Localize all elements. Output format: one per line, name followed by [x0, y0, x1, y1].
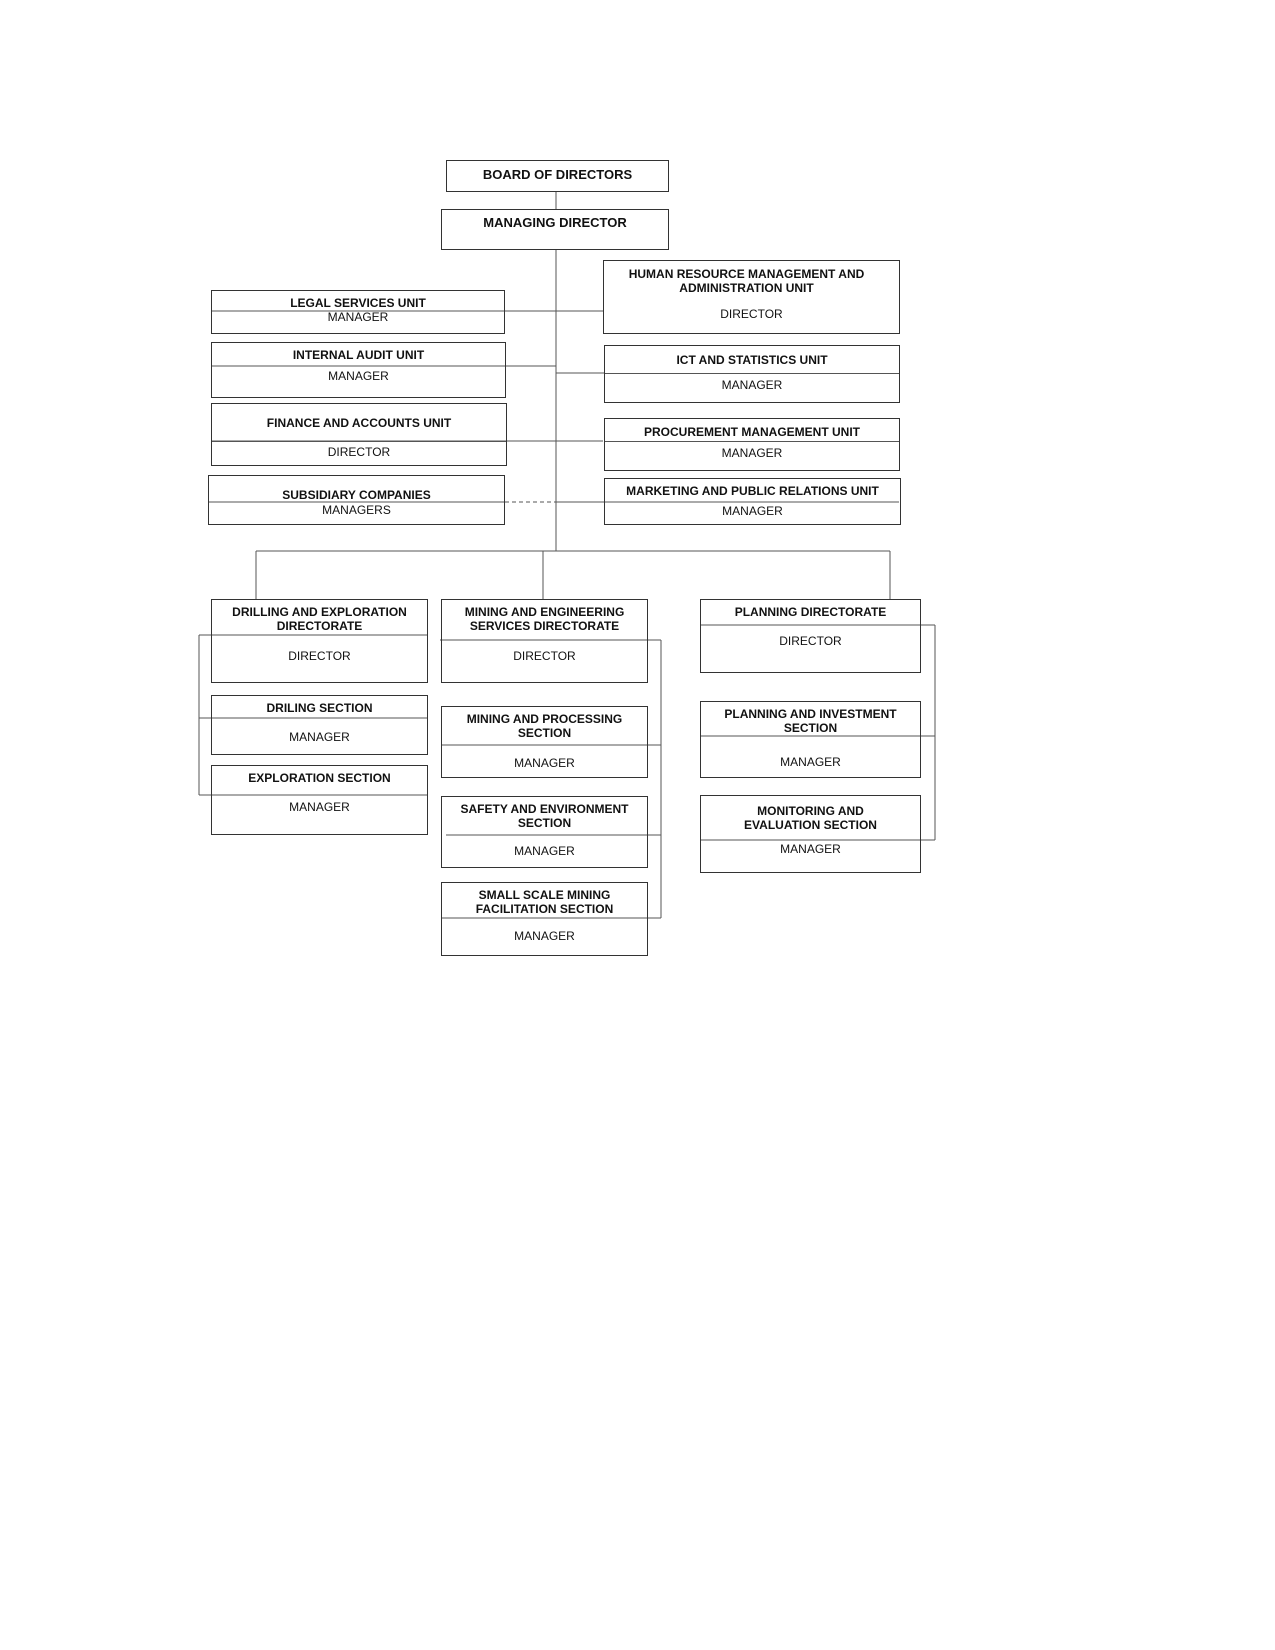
section-role: MANAGER: [780, 755, 841, 769]
section-title: SMALL SCALE MINING FACILITATION SECTION: [475, 888, 614, 916]
unit-title: ICT AND STATISTICS UNIT: [676, 353, 828, 367]
safety-environment-section-box: SAFETY AND ENVIRONMENT SECTION MANAGER: [441, 796, 648, 868]
unit-title: MARKETING AND PUBLIC RELATIONS UNIT: [626, 484, 879, 498]
directorate-role: DIRECTOR: [288, 649, 351, 663]
driling-section-box: DRILING SECTION MANAGER: [211, 695, 428, 755]
procurement-unit-box: PROCUREMENT MANAGEMENT UNIT MANAGER: [604, 418, 900, 471]
unit-role: DIRECTOR: [327, 445, 391, 459]
unit-title: PROCUREMENT MANAGEMENT UNIT: [644, 425, 860, 439]
ict-statistics-unit-box: ICT AND STATISTICS UNIT MANAGER: [604, 345, 900, 403]
legal-services-unit-box: LEGAL SERVICES UNIT MANAGER: [211, 290, 505, 334]
unit-role: DIRECTOR: [720, 307, 783, 321]
directorate-title: MINING AND ENGINEERING SERVICES DIRECTOR…: [464, 605, 625, 633]
unit-title: FINANCE AND ACCOUNTS UNIT: [266, 416, 452, 430]
md-title: MANAGING DIRECTOR: [483, 215, 627, 230]
unit-title: LEGAL SERVICES UNIT: [290, 296, 426, 310]
directorate-title: DRILLING AND EXPLORATION DIRECTORATE: [232, 605, 407, 633]
unit-divider: [605, 373, 899, 374]
section-role: MANAGER: [780, 842, 841, 856]
managing-director-box: MANAGING DIRECTOR: [441, 209, 669, 250]
unit-role: MANAGER: [722, 504, 783, 518]
unit-role: MANAGER: [328, 369, 389, 383]
section-title: PLANNING AND INVESTMENT SECTION: [724, 707, 897, 735]
section-role: MANAGER: [289, 730, 350, 744]
marketing-pr-unit-box: MARKETING AND PUBLIC RELATIONS UNIT MANA…: [604, 478, 901, 525]
mining-processing-section-box: MINING AND PROCESSING SECTION MANAGER: [441, 706, 648, 778]
directorate-title: PLANNING DIRECTORATE: [734, 605, 887, 619]
mining-engineering-directorate-box: MINING AND ENGINEERING SERVICES DIRECTOR…: [441, 599, 648, 683]
section-role: MANAGER: [514, 844, 575, 858]
subsidiary-companies-box: SUBSIDIARY COMPANIES MANAGERS: [208, 475, 505, 525]
section-title: MINING AND PROCESSING SECTION: [466, 712, 623, 740]
unit-title: SUBSIDIARY COMPANIES: [282, 488, 431, 502]
planning-directorate-box: PLANNING DIRECTORATE DIRECTOR: [700, 599, 921, 673]
unit-role: MANAGER: [721, 378, 783, 392]
finance-accounts-unit-box: FINANCE AND ACCOUNTS UNIT DIRECTOR: [211, 403, 507, 466]
unit-divider: [605, 441, 899, 442]
unit-title: HUMAN RESOURCE MANAGEMENT AND ADMINISTRA…: [628, 267, 865, 295]
planning-investment-section-box: PLANNING AND INVESTMENT SECTION MANAGER: [700, 701, 921, 778]
unit-divider: [212, 441, 506, 442]
section-title: SAFETY AND ENVIRONMENT SECTION: [460, 802, 629, 830]
section-title: DRILING SECTION: [266, 701, 373, 715]
section-title: EXPLORATION SECTION: [248, 771, 391, 785]
board-title: BOARD OF DIRECTORS: [482, 167, 633, 182]
board-of-directors-box: BOARD OF DIRECTORS: [446, 160, 669, 192]
directorate-role: DIRECTOR: [779, 634, 842, 648]
drilling-exploration-directorate-box: DRILLING AND EXPLORATION DIRECTORATE DIR…: [211, 599, 428, 683]
section-role: MANAGER: [514, 929, 575, 943]
unit-role: MANAGERS: [322, 503, 391, 517]
unit-title: INTERNAL AUDIT UNIT: [292, 348, 425, 362]
unit-role: MANAGER: [327, 310, 389, 324]
unit-role: MANAGER: [721, 446, 783, 460]
section-title: MONITORING AND EVALUATION SECTION: [744, 804, 877, 832]
section-role: MANAGER: [514, 756, 575, 770]
internal-audit-unit-box: INTERNAL AUDIT UNIT MANAGER: [211, 342, 506, 398]
exploration-section-box: EXPLORATION SECTION MANAGER: [211, 765, 428, 835]
section-role: MANAGER: [289, 800, 350, 814]
hr-admin-unit-box: HUMAN RESOURCE MANAGEMENT AND ADMINISTRA…: [603, 260, 900, 334]
directorate-role: DIRECTOR: [513, 649, 576, 663]
monitoring-evaluation-section-box: MONITORING AND EVALUATION SECTION MANAGE…: [700, 795, 921, 873]
small-scale-mining-section-box: SMALL SCALE MINING FACILITATION SECTION …: [441, 882, 648, 956]
